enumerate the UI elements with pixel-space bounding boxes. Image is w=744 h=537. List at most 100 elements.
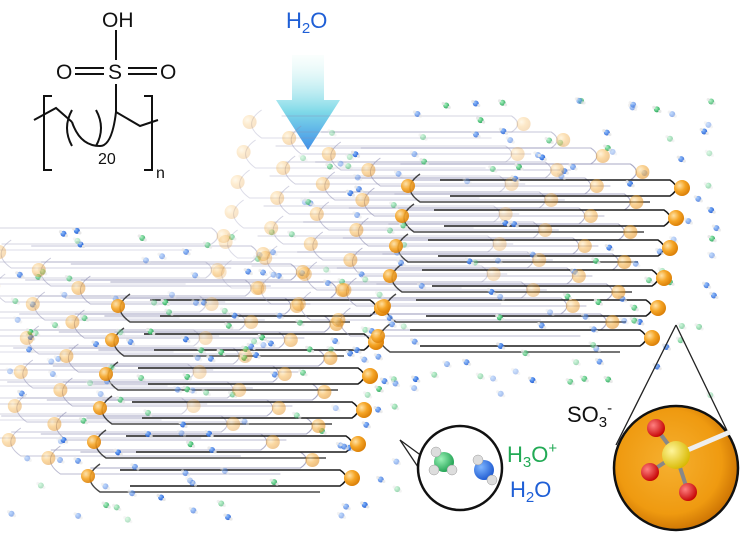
sulfonate-ball	[283, 333, 298, 347]
hydrogen-dot	[84, 421, 89, 425]
sulfonate-ball	[656, 270, 672, 286]
sulfonate-ball	[668, 210, 684, 226]
hydrogen-dot	[631, 184, 635, 188]
water-dot	[221, 467, 228, 474]
hydrogen-dot	[425, 162, 429, 166]
hydrogen-dot	[689, 221, 693, 225]
hydrogen-dot	[550, 140, 554, 145]
hydrogen-dot	[39, 277, 43, 281]
sulfonate-ball	[238, 349, 253, 363]
hydrogen-dot	[396, 259, 400, 263]
hydrogen-dot	[631, 260, 635, 264]
hydrogen-dot	[178, 420, 182, 425]
hydrogen-dot	[676, 336, 680, 340]
sulfonate-ball	[1, 433, 16, 447]
sulfonate-ball	[498, 207, 513, 221]
sulfonate-ball	[105, 333, 119, 347]
hydrogen-dot	[295, 319, 299, 323]
water-dot	[49, 370, 56, 377]
hydrogen-dot	[597, 349, 601, 353]
hydrogen-dot	[24, 345, 28, 350]
sulfonate-ball	[644, 330, 660, 346]
hydrogen-dot	[65, 295, 70, 299]
hydrogen-dot	[409, 384, 413, 388]
hydrogen-dot	[393, 324, 397, 328]
hydrogen-dot	[496, 342, 500, 346]
sulfonate-ball	[589, 179, 604, 193]
sulfonate-ball	[99, 367, 113, 381]
hydrogen-dot	[58, 230, 63, 234]
hydrogen-dot	[367, 327, 371, 331]
hydronium-dot	[705, 182, 712, 189]
hydrogen-dot	[709, 125, 714, 129]
hydrogen-dot	[100, 482, 105, 486]
hydrogen-dot	[73, 512, 77, 516]
hydrogen-dot	[683, 326, 687, 330]
hydrogen-dot	[366, 505, 370, 509]
hydrogen-dot	[59, 291, 64, 295]
hydrogen-dot	[415, 154, 420, 158]
sulfonate-ball	[629, 195, 644, 209]
hydrogen-dot	[661, 343, 666, 347]
hydrogen-dot	[281, 316, 285, 320]
hydrogen-dot	[300, 198, 304, 202]
hydrogen-dot	[441, 101, 445, 106]
hydrogen-dot	[37, 333, 41, 337]
water-dot	[332, 405, 339, 412]
sulfonate-ball	[303, 237, 318, 251]
hydrogen-dot	[586, 317, 591, 321]
hydrogen-dot	[667, 110, 671, 114]
hydrogen-dot	[614, 152, 618, 156]
hydrogen-dot	[571, 382, 575, 386]
hydrogen-dot	[91, 340, 95, 344]
hydrogen-dot	[130, 463, 134, 467]
hydrogen-dot	[602, 128, 606, 133]
water-dot	[464, 178, 471, 185]
hydrogen-dot	[243, 267, 247, 272]
hydrogen-dot	[501, 317, 505, 322]
hydronium-dot	[74, 237, 81, 244]
sulfonate-ball	[276, 161, 291, 175]
hydrogen-dot	[359, 356, 363, 360]
hydrogen-dot	[390, 379, 395, 384]
hydrogen-dot	[85, 379, 89, 383]
sulfonate-ball	[321, 147, 336, 161]
hydrogen-dot	[677, 322, 681, 326]
hydrogen-dot	[64, 274, 68, 279]
hydrogen-dot	[274, 252, 278, 256]
hydrogen-dot	[102, 394, 106, 398]
hydrogen-dot	[251, 351, 255, 355]
hydrogen-dot	[543, 325, 547, 330]
hydrogen-dot	[143, 409, 147, 413]
sulfonate-ball	[0, 245, 7, 259]
hydrogen-dot	[574, 97, 578, 101]
hydrogen-dot	[337, 278, 341, 282]
sulfonate-ball	[550, 163, 565, 177]
hydrogen-dot	[417, 282, 421, 286]
o-left-label: O	[56, 61, 72, 84]
water-dot	[354, 174, 361, 181]
hydrogen-dot	[369, 395, 373, 399]
hydrogen-dot	[78, 241, 83, 245]
hydrogen-dot	[644, 276, 648, 280]
hydrogen-dot	[59, 436, 63, 440]
hydrogen-dot	[397, 462, 401, 466]
hydrogen-dot	[131, 342, 136, 346]
oxygen-atom-icon	[641, 463, 659, 481]
sulfonate-ball	[291, 297, 306, 311]
water-molecule-icon	[472, 454, 498, 486]
hydrogen-dot	[713, 238, 717, 243]
hydrogen-dot	[562, 292, 567, 297]
hydrogen-dot	[390, 403, 394, 407]
hydrogen-dot	[405, 326, 409, 330]
hydrogen-dot	[471, 99, 475, 104]
hydrogen-dot	[625, 180, 629, 184]
hydronium-dot	[706, 150, 713, 157]
hydrogen-dot	[213, 450, 217, 454]
hydrogen-dot	[589, 325, 593, 330]
hydrogen-dot	[207, 446, 211, 450]
hydrogen-dot	[488, 374, 492, 379]
hydrogen-dot	[418, 133, 422, 137]
sulfonate-ball	[309, 207, 324, 221]
